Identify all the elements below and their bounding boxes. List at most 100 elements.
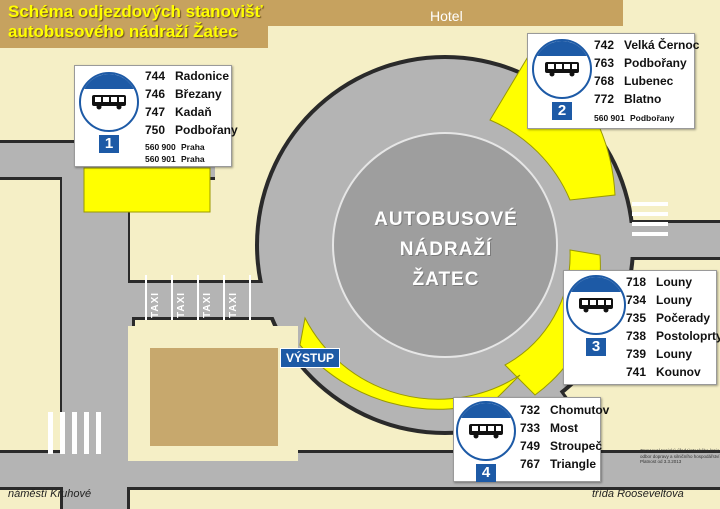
route-destination: Postoloprty [656, 329, 720, 343]
route-destination: Podbořany [630, 113, 675, 123]
stop-3-sign: 3 [566, 275, 626, 356]
parking-lot [150, 348, 278, 446]
stop-3-number: 3 [586, 338, 606, 356]
route-item: 738 Postoloprty [626, 327, 720, 345]
route-number: 749 [520, 439, 541, 453]
route-item: 741 Kounov [626, 363, 720, 381]
street-label-right: třída Rooseveltova [592, 488, 684, 500]
bus-stop-sign-icon [566, 275, 626, 335]
route-number: 772 [594, 92, 615, 106]
stop-1-number: 1 [99, 135, 119, 153]
bus-stop-sign-icon [456, 401, 516, 461]
route-destination: Kadaň [175, 105, 212, 119]
route-destination: Blatno [624, 92, 662, 106]
route-item: 739 Louny [626, 345, 720, 363]
route-item: 735 Počerady [626, 309, 720, 327]
title-band [0, 0, 268, 48]
route-destination: Praha [181, 142, 205, 152]
route-item: 734 Louny [626, 291, 720, 309]
bus-icon [545, 62, 579, 77]
route-number: 763 [594, 56, 615, 70]
route-item: 560 900 Praha [145, 141, 205, 153]
route-number: 744 [145, 69, 166, 83]
route-item: 749 Stroupeč [520, 437, 609, 455]
stop-2-sign: 2 [532, 39, 592, 120]
route-destination: Most [550, 421, 578, 435]
stop-4-sign: 4 [456, 401, 516, 482]
route-number: 734 [626, 293, 647, 307]
route-destination: Březany [175, 87, 222, 101]
route-number: 735 [626, 311, 647, 325]
route-number: 560 901 [594, 113, 625, 123]
bus-icon [469, 424, 503, 439]
route-item: 746 Březany [145, 85, 238, 103]
route-number: 732 [520, 403, 541, 417]
bus-stop-sign-icon [532, 39, 592, 99]
platform-1 [83, 167, 211, 213]
route-destination: Kounov [656, 365, 701, 379]
street-label-left: náměstí Kruhové [8, 488, 92, 500]
route-number: 739 [626, 347, 647, 361]
route-destination: Podbořany [624, 56, 687, 70]
station-label-line-3: ŽATEC [412, 269, 480, 290]
bus-icon [92, 95, 126, 110]
map-title: Schéma odjezdových stanovišť autobusovéh… [8, 2, 288, 42]
route-destination: Triangle [550, 457, 597, 471]
route-item: 560 901 Podbořany [594, 112, 674, 124]
route-number: 741 [626, 365, 647, 379]
credit-note: Zpracoval Krajský úřad Ústeckého kraje o… [640, 448, 720, 464]
route-number: 768 [594, 74, 615, 88]
route-number: 742 [594, 38, 615, 52]
route-destination: Louny [656, 293, 692, 307]
route-number: 718 [626, 275, 647, 289]
route-number: 738 [626, 329, 647, 343]
route-destination: Louny [656, 347, 692, 361]
route-destination: Podbořany [175, 123, 238, 137]
route-destination: Stroupeč [550, 439, 603, 453]
taxi-label: TAXI [176, 291, 187, 318]
route-destination: Lubenec [624, 74, 674, 88]
hotel-band [268, 0, 623, 26]
stop-4-number: 4 [476, 464, 496, 482]
taxi-label: TAXI [228, 291, 239, 318]
taxi-label: TAXI [202, 291, 213, 318]
route-number: 560 901 [145, 154, 176, 164]
route-number: 560 900 [145, 142, 176, 152]
route-item: 733 Most [520, 419, 609, 437]
title-line-2: autobusového nádraží Žatec [8, 22, 238, 41]
route-item: 768 Lubenec [594, 72, 699, 90]
central-island [332, 132, 558, 358]
stop-2-number: 2 [552, 102, 572, 120]
stop-1-sign: 1 [79, 72, 139, 153]
exit-label: VÝSTUP [280, 348, 341, 368]
route-destination: Louny [656, 275, 692, 289]
station-label: AUTOBUSOVÉ NÁDRAŽÍ ŽATEC [366, 205, 526, 295]
route-number: 733 [520, 421, 541, 435]
route-item: 732 Chomutov [520, 401, 609, 419]
route-destination: Počerady [656, 311, 711, 325]
route-destination: Chomutov [550, 403, 610, 417]
station-label-line-2: NÁDRAŽÍ [399, 239, 493, 260]
title-line-1: Schéma odjezdových stanovišť [8, 2, 263, 21]
route-item: 718 Louny [626, 273, 720, 291]
route-number: 746 [145, 87, 166, 101]
station-label-line-1: AUTOBUSOVÉ [374, 209, 518, 230]
crosswalk-left [48, 412, 101, 454]
